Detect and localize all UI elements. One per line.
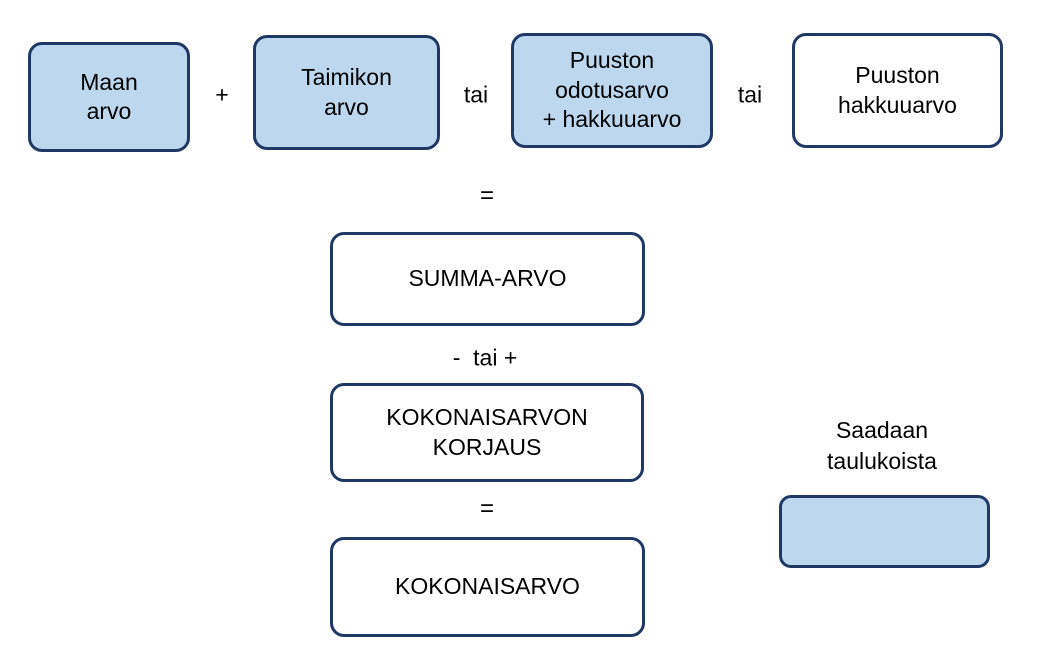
operator-plus: + bbox=[215, 81, 229, 108]
node-puuston-odotusarvo-label: Puuston odotusarvo + hakkuuarvo bbox=[542, 47, 682, 133]
operator-tai-2: tai bbox=[737, 81, 763, 108]
node-taimikon-arvo-label: Taimikon arvo bbox=[301, 64, 392, 120]
legend-color-swatch bbox=[779, 495, 990, 568]
node-puuston-hakkuuarvo[interactable]: Puuston hakkuuarvo bbox=[792, 33, 1003, 148]
node-taimikon-arvo[interactable]: Taimikon arvo bbox=[253, 35, 440, 150]
node-puuston-hakkuuarvo-label: Puuston hakkuuarvo bbox=[838, 62, 957, 118]
node-summa-arvo-label: SUMMA-ARVO bbox=[408, 265, 567, 292]
operator-minus-or-plus: - tai + bbox=[452, 344, 518, 371]
operator-equals-2: = bbox=[479, 495, 495, 522]
operator-tai-1: tai bbox=[463, 81, 489, 108]
node-puuston-odotusarvo[interactable]: Puuston odotusarvo + hakkuuarvo bbox=[511, 33, 713, 148]
legend-caption: Saadaan taulukoista bbox=[827, 417, 937, 475]
node-maan-arvo-label: Maan arvo bbox=[80, 68, 138, 124]
node-kokonaisarvon-korjaus[interactable]: KOKONAISARVON KORJAUS bbox=[330, 383, 644, 482]
node-kokonaisarvo[interactable]: KOKONAISARVO bbox=[330, 537, 645, 637]
node-kokonaisarvon-korjaus-label: KOKONAISARVON KORJAUS bbox=[386, 404, 588, 460]
operator-equals-1: = bbox=[479, 182, 495, 209]
node-maan-arvo[interactable]: Maan arvo bbox=[28, 42, 190, 152]
node-summa-arvo[interactable]: SUMMA-ARVO bbox=[330, 232, 645, 326]
node-kokonaisarvo-label: KOKONAISARVO bbox=[395, 573, 580, 600]
